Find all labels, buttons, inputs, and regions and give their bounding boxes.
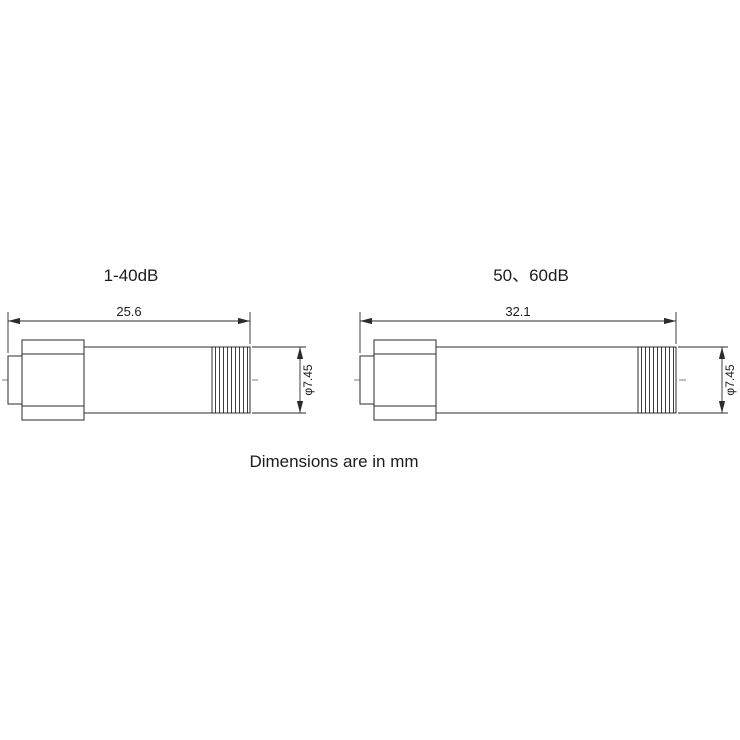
right-device-label: 50、60dB: [493, 266, 569, 285]
left-length-dimension: 25.6: [7, 304, 251, 353]
hex-facet-lines: [22, 353, 84, 407]
left-diameter-dimension: φ7.45: [252, 346, 315, 414]
knurled-coupling: [637, 346, 677, 414]
diameter-value: φ7.45: [301, 364, 315, 395]
hex-nut: [373, 339, 437, 421]
body: [83, 346, 213, 414]
diameter-value: φ7.45: [723, 364, 737, 395]
right-length-dimension: 32.1: [359, 304, 677, 353]
connector-tip: [359, 355, 375, 405]
right-attenuator: 50、60dB 32.1 φ7.45: [354, 266, 737, 421]
knurled-coupling: [211, 346, 251, 414]
left-device-drawing: [2, 339, 258, 421]
length-value: 25.6: [116, 304, 141, 319]
left-device-label: 1-40dB: [104, 266, 159, 285]
right-diameter-dimension: φ7.45: [678, 346, 737, 414]
knurl-lines: [215, 347, 248, 413]
extension-lines: [252, 346, 306, 414]
body: [435, 346, 639, 414]
knurl-lines: [641, 347, 674, 413]
hex-nut: [21, 339, 85, 421]
length-value: 32.1: [505, 304, 530, 319]
right-device-drawing: [354, 339, 686, 421]
left-attenuator: 1-40dB 25.6 φ7.45: [2, 266, 315, 421]
hex-facet-lines: [374, 353, 436, 407]
units-note: Dimensions are in mm: [249, 452, 418, 471]
connector-tip: [7, 355, 23, 405]
